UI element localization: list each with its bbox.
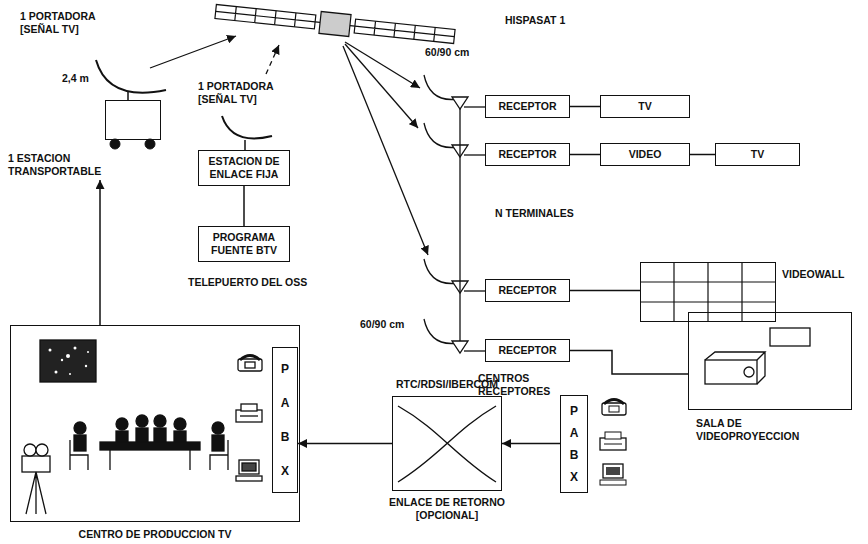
node-label: ENLACE DE RETORNO [OPCIONAL] [380,496,514,522]
label-slot: 2,4 m [62,72,89,85]
connector [570,154,600,156]
transportable-station: 1 ESTACION TRANSPORTABLE [8,100,168,180]
node-label: PABX [279,352,291,488]
node-label: RECEPTOR [490,100,565,113]
tv-box: TV [600,95,690,118]
return-link-cross [398,406,496,482]
connector [690,154,715,156]
node-outline [688,312,852,410]
uplink-arrows [150,36,428,255]
node-label: PABX [568,400,580,488]
node-label: 1 ESTACION TRANSPORTABLE [8,152,118,178]
uplink-station-box: ESTACION DE ENLACE FIJA [198,150,290,186]
projection-room [705,328,810,384]
connector [243,186,245,226]
text-slot: CENTRO DE PRODUCCION TV [10,528,300,541]
node-label: VIDEOWALL [782,268,858,281]
connector [570,106,600,108]
transportable-dish [96,60,166,149]
label-slot: HISPASAT 1 [505,14,565,27]
receiver-box: RECEPTOR [485,143,570,166]
video-box: VIDEO [600,143,690,166]
remote-terminals [600,400,626,486]
dimension: 60/90 cm [360,318,404,331]
text-slot: ENLACE DE RETORNO [OPCIONAL] [380,496,514,522]
production-center: CENTRO DE PRODUCCION TV PABX [10,325,302,543]
carrier-note: 1 PORTADORA [SEÑAL TV] [20,10,104,36]
studio-scene [22,340,262,514]
videowall: VIDEOWALL [640,262,860,324]
node-outline [392,396,502,491]
satellite-name: HISPASAT 1 [505,14,565,27]
node-outline [640,262,776,322]
node-outline [10,325,300,522]
connector [502,443,560,445]
return-link: RTC/RDSI/IBERCOMENLACE DE RETORNO [OPCIO… [380,378,514,524]
connector [570,351,688,375]
node-label: TV [605,100,685,113]
source-program-box: PROGRAMA FUENTE BTV [198,226,290,262]
text-slot: VIDEOWALL [782,268,858,281]
connector [298,443,392,445]
label-slot: 1 PORTADORA [SEÑAL TV] [198,80,282,106]
node-label: TV [720,148,795,161]
connector [570,290,640,292]
label-slot: N TERMINALES [495,207,574,220]
node-outline [105,100,161,140]
pabx-box: PABX [560,395,588,493]
carrier-note: 1 PORTADORA [SEÑAL TV] [198,80,282,106]
label-slot: 60/90 cm [360,318,404,331]
node-label: CENTRO DE PRODUCCION TV [10,528,300,541]
tv-box: TV [715,143,800,166]
text-slot: 1 ESTACION TRANSPORTABLE [8,152,118,178]
pabx-box: PABX [272,347,298,493]
connector [99,180,101,325]
dimension: 2,4 m [62,72,89,85]
fixed-dish [222,116,272,150]
node-label: VIDEO [605,148,685,161]
receiver-box: RECEPTOR [485,95,570,118]
node-label: RECEPTOR [490,148,565,161]
node-label: PROGRAMA FUENTE BTV [203,231,285,257]
group-label: TELEPUERTO DEL OSS [188,276,307,289]
node-label: RECEPTOR [490,284,565,297]
satellite [215,1,456,48]
node-label: SALA DE VIDEOPROYECCION [696,417,821,443]
receiver-box: RECEPTOR [485,339,570,362]
label-slot: 60/90 cm [425,46,469,59]
label-slot: TELEPUERTO DEL OSS [188,276,307,289]
group-label: N TERMINALES [495,207,574,220]
text-slot: SALA DE VIDEOPROYECCION [696,417,821,443]
receiver-box: RECEPTOR [485,279,570,302]
group-label: CENTROS RECEPTORES [478,372,558,398]
projection-room: SALA DE VIDEOPROYECCION [688,312,860,445]
node-label: RECEPTOR [490,344,565,357]
videowall-grid [640,262,776,322]
receiving-dishes [424,75,485,353]
node-label: ESTACION DE ENLACE FIJA [203,155,285,181]
label-slot: CENTROS RECEPTORES [478,372,558,398]
label-slot: 1 PORTADORA [SEÑAL TV] [20,10,104,36]
dimension: 60/90 cm [425,46,469,59]
